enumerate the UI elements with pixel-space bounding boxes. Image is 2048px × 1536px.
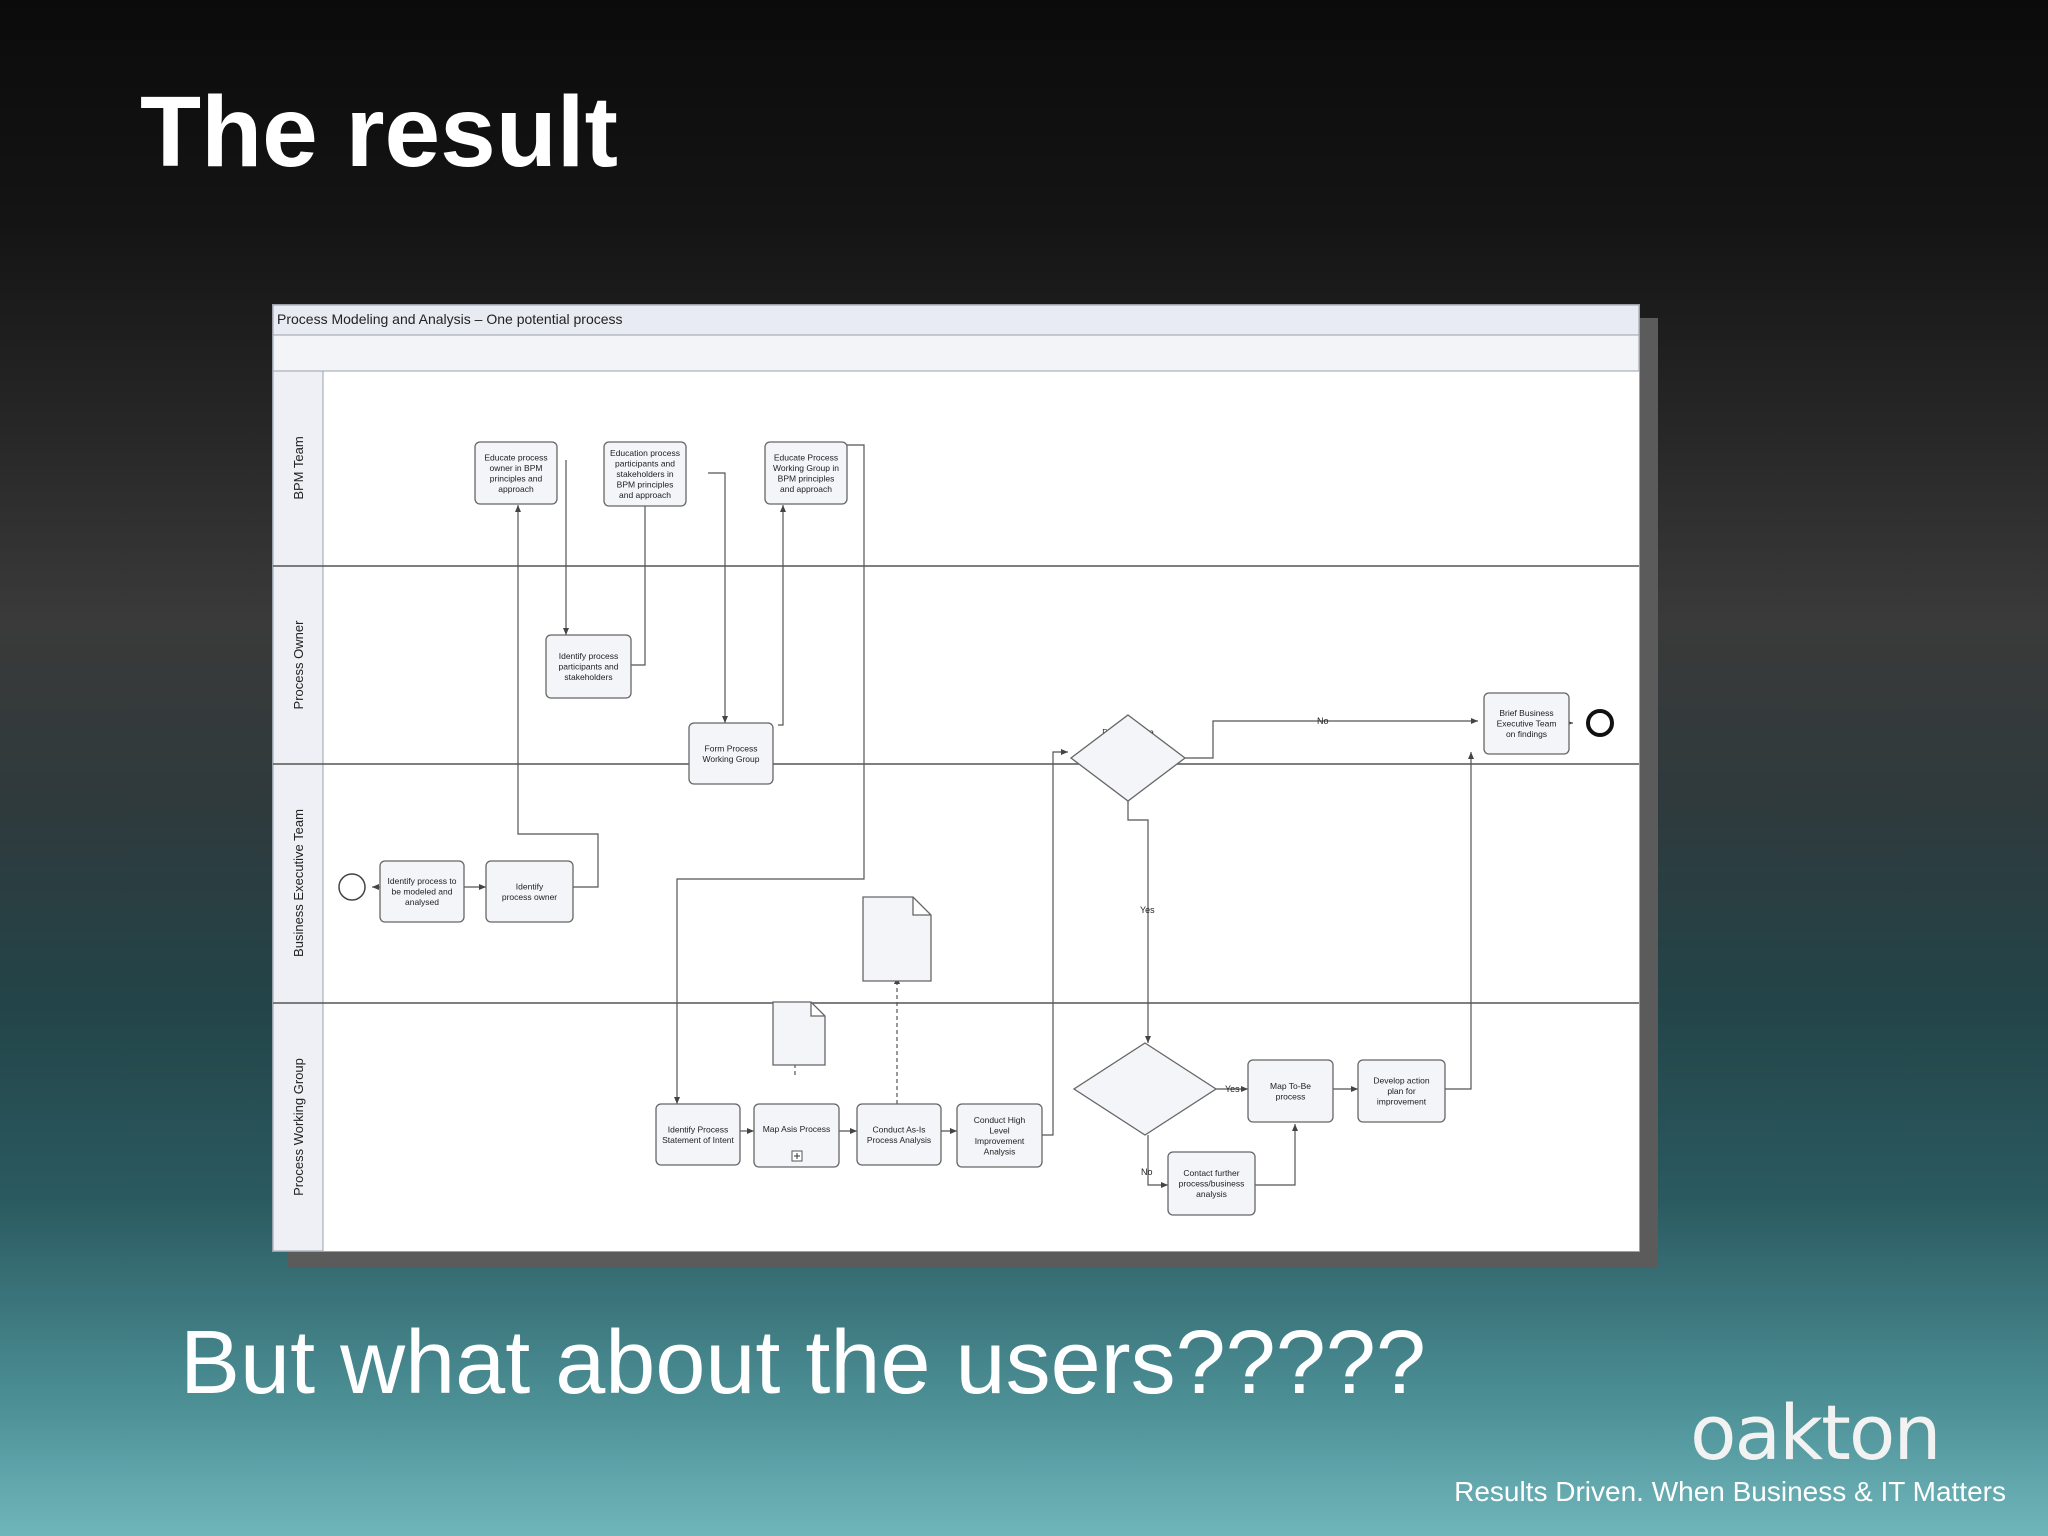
- label-yes-2: Yes: [1225, 1084, 1240, 1094]
- lane-label-process-owner: Process Owner: [291, 620, 306, 710]
- lane-label-process-working-group: Process Working Group: [291, 1058, 306, 1196]
- document-performance-measurements: [862, 896, 932, 982]
- label-yes-1: Yes: [1140, 905, 1155, 915]
- task-text-line: Conduct High: [974, 1115, 1026, 1125]
- task-text-line: approach: [498, 484, 534, 494]
- task-text-line: Map Asis Process: [763, 1124, 831, 1134]
- oakton-logo: oakton: [1690, 1388, 1942, 1477]
- lane-header-column: [273, 370, 324, 1251]
- task-educate-owner: [474, 441, 558, 505]
- task-text-line: Educate Process: [774, 452, 838, 462]
- task-text-line: plan for: [1387, 1086, 1416, 1096]
- task-text-line: Working Group: [702, 754, 759, 764]
- task-text-line: Working Group in: [773, 463, 839, 473]
- task-develop-action: [1357, 1059, 1446, 1123]
- label-no-2: No: [1141, 1167, 1153, 1177]
- task-text-line: Educate process: [484, 452, 547, 462]
- task-identify-participants: [545, 634, 632, 699]
- diagram-title: Process Modeling and Analysis – One pote…: [277, 311, 623, 327]
- task-text-line: stakeholders: [564, 672, 612, 682]
- task-text-line: principles and: [490, 473, 543, 483]
- task-text-line: analysed: [405, 897, 439, 907]
- task-text-line: process/business: [1179, 1179, 1245, 1189]
- task-form-pwg: [688, 722, 774, 785]
- task-text-line: stakeholders in: [616, 469, 673, 479]
- task-text-line: be modeled and: [392, 887, 453, 897]
- task-text-line: Education process: [610, 448, 680, 458]
- task-text-line: on findings: [1506, 729, 1547, 739]
- task-text-line: Improvement: [975, 1136, 1025, 1146]
- task-text-line: improvement: [1377, 1097, 1427, 1107]
- task-text-line: Analysis: [984, 1146, 1016, 1156]
- task-text-line: Identify process to: [388, 876, 457, 886]
- decision-mandate: [1069, 714, 1187, 802]
- task-educate-pwg: [764, 441, 848, 505]
- task-text-line: Develop action: [1373, 1076, 1430, 1086]
- task-text-line: Brief Business: [1499, 708, 1553, 718]
- task-identify-owner: [485, 860, 574, 923]
- task-text-line: BPM principles: [778, 473, 835, 483]
- task-educate-participants: [603, 441, 687, 507]
- slide-subtitle: But what about the users?????: [180, 1313, 1426, 1413]
- task-map-asis: [753, 1103, 840, 1168]
- task-text-line: Identify Process: [668, 1124, 728, 1134]
- slide-title: The result: [140, 76, 618, 188]
- task-text-line: Executive Team: [1497, 719, 1557, 729]
- task-text-line: owner in BPM: [490, 463, 543, 473]
- task-text-line: Conduct As-Is: [873, 1124, 926, 1134]
- start-event: [338, 873, 366, 901]
- task-text-line: Level: [989, 1125, 1009, 1135]
- task-text-line: participants and: [558, 662, 618, 672]
- process-diagram-svg: Process Modeling and Analysis – One pote…: [273, 305, 1639, 1251]
- lane-label-business-executive-team: Business Executive Team: [291, 809, 306, 957]
- task-conduct-asis: [856, 1103, 942, 1166]
- task-text-line: Statement of Intent: [662, 1135, 734, 1145]
- diagram-header-band: [273, 334, 1639, 372]
- task-text-line: Contact further: [1183, 1168, 1239, 1178]
- task-contact-further: [1167, 1151, 1256, 1216]
- task-conduct-high: [956, 1103, 1043, 1168]
- task-text-line: Identify: [516, 881, 544, 891]
- task-text-line: and approach: [619, 490, 671, 500]
- task-identify-statement: [655, 1103, 741, 1166]
- decision-enough-info: [1072, 1042, 1218, 1136]
- task-text-line: process owner: [502, 892, 557, 902]
- task-map-tobe: [1247, 1059, 1334, 1123]
- tagline: Results Driven. When Business & IT Matte…: [1454, 1476, 2006, 1507]
- task-text-line: participants and: [615, 459, 675, 469]
- task-text-line: Map To-Be: [1270, 1081, 1311, 1091]
- label-no-1: No: [1317, 716, 1329, 726]
- task-text-line: process: [1276, 1091, 1306, 1101]
- task-identify-process: [379, 860, 465, 923]
- task-text-line: analysis: [1196, 1189, 1227, 1199]
- process-diagram: Process Modeling and Analysis – One pote…: [272, 304, 1640, 1252]
- task-text-line: Form Process: [705, 743, 758, 753]
- task-brief-exec: [1483, 692, 1570, 755]
- task-text-line: and approach: [780, 484, 832, 494]
- end-event: [1586, 709, 1614, 737]
- lane-label-bpm-team: BPM Team: [291, 436, 306, 499]
- task-text-line: BPM principles: [617, 480, 674, 490]
- document-document-process: [772, 1001, 826, 1066]
- task-text-line: Process Analysis: [867, 1135, 931, 1145]
- task-text-line: Identify process: [559, 651, 619, 661]
